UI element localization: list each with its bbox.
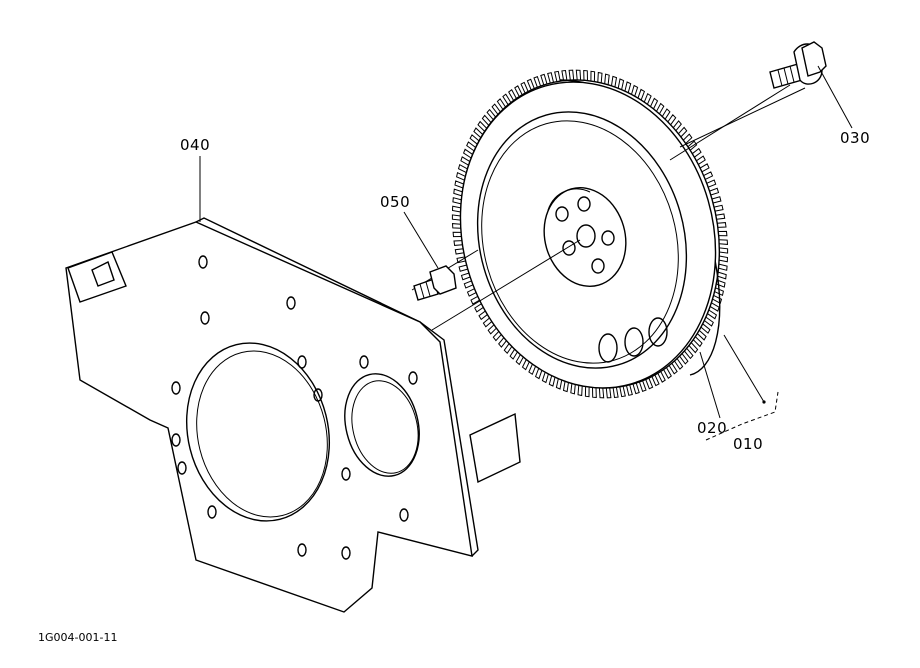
leader-010 bbox=[723, 334, 765, 403]
part-label-020: 020 bbox=[697, 419, 727, 437]
plate-bolt-hole bbox=[286, 296, 296, 310]
plate-bolt-holes bbox=[171, 255, 418, 560]
plate-bolt-hole bbox=[408, 371, 418, 385]
axis-line bbox=[669, 84, 791, 161]
flywheel-recess bbox=[476, 111, 688, 369]
leader-050 bbox=[403, 211, 439, 269]
plate-small-opening bbox=[344, 373, 420, 477]
plate-large-opening bbox=[185, 342, 331, 522]
hub-center-hole bbox=[576, 224, 596, 248]
hub-bolt-hole bbox=[591, 258, 605, 274]
plate-bracket bbox=[67, 251, 127, 303]
plate-bolt-hole bbox=[198, 255, 208, 269]
flywheel-face bbox=[459, 81, 717, 389]
leader-020 bbox=[699, 351, 721, 419]
plate-bolt-hole bbox=[399, 508, 409, 522]
plate-bolt-hole bbox=[297, 355, 307, 369]
bolt-030-thread bbox=[777, 65, 795, 87]
bolt-050 bbox=[413, 265, 457, 301]
part-label-050: 050 bbox=[380, 193, 410, 211]
plate-body bbox=[65, 221, 473, 613]
flywheel bbox=[451, 69, 729, 399]
bracket-010 bbox=[705, 391, 779, 441]
hub-bolt-hole bbox=[601, 230, 615, 246]
hub-bolt-hole bbox=[562, 240, 576, 256]
axis-line bbox=[679, 87, 806, 148]
plate-bolt-hole bbox=[359, 355, 369, 369]
hub-bolt-hole bbox=[555, 206, 569, 222]
figure-code: 1G004-001-11 bbox=[38, 631, 117, 644]
gear-tooth-row bbox=[451, 69, 729, 399]
part-label-030: 030 bbox=[840, 129, 870, 147]
part-label-010: 010 bbox=[733, 435, 763, 453]
plate-small-opening-edge bbox=[351, 380, 419, 474]
plate-rear-tab bbox=[469, 412, 521, 484]
plate-bolt-hole bbox=[341, 546, 351, 560]
plate-bolt-hole bbox=[297, 543, 307, 557]
mounting-plate bbox=[65, 217, 521, 613]
plate-large-opening-edge bbox=[196, 350, 328, 518]
flywheel-recess-inner bbox=[481, 120, 679, 364]
plate-bolt-hole bbox=[171, 433, 181, 447]
leader-030 bbox=[817, 65, 853, 129]
plate-bolt-hole bbox=[171, 381, 181, 395]
axis-line bbox=[431, 239, 581, 331]
balance-hole bbox=[624, 327, 644, 357]
bolt-050-thread bbox=[419, 281, 431, 299]
bolt-030-head bbox=[801, 41, 827, 77]
plate-bolt-hole bbox=[177, 461, 187, 475]
plate-bolt-hole bbox=[200, 311, 210, 325]
flywheel-hub-depth bbox=[547, 188, 591, 211]
balance-hole bbox=[648, 317, 668, 347]
balance-hole bbox=[598, 333, 618, 363]
bolt-030 bbox=[769, 41, 827, 89]
leader-010-dot bbox=[762, 400, 766, 404]
part-label-040: 040 bbox=[180, 136, 210, 154]
plate-bolt-hole bbox=[207, 505, 217, 519]
plate-bolt-hole bbox=[313, 388, 323, 402]
hub-bolt-hole bbox=[577, 196, 591, 212]
plate-bolt-hole bbox=[341, 467, 351, 481]
plate-bracket-slot bbox=[91, 261, 115, 287]
plate-thickness bbox=[195, 217, 479, 557]
bolt-050-head bbox=[429, 265, 457, 295]
